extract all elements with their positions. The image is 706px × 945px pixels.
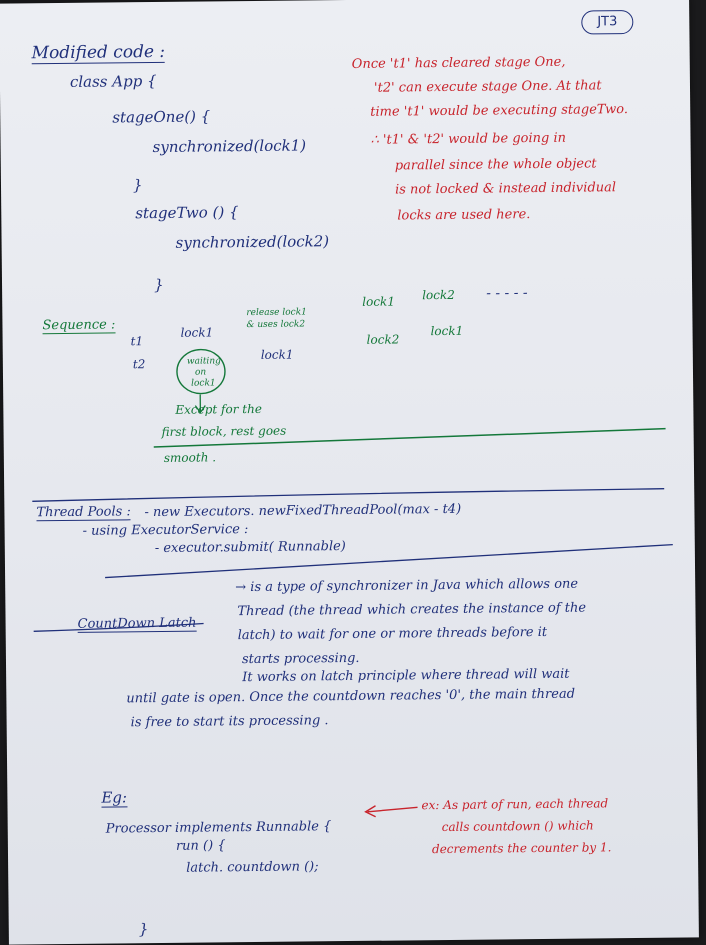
thread-pools-line-2: - new Executors. newFixedThreadPool(max …	[144, 501, 462, 521]
code-line-close1: }	[132, 176, 143, 195]
countdown-line-5: It works on latch principle where thread…	[242, 666, 570, 686]
seq-t1: t1	[130, 334, 144, 349]
red-note-line-1: Once 't1' has cleared stage One,	[351, 54, 566, 72]
seq-t1-lock: lock1	[180, 325, 214, 340]
code-line-close2: }	[153, 275, 164, 295]
countdown-line-1: → is a type of synchronizer in Java whic…	[235, 576, 579, 596]
seq-waiting-3: lock1	[191, 378, 216, 389]
code-line-stagetwo: stageTwo () {	[135, 203, 239, 223]
seq-note-1: Except for the	[175, 401, 262, 417]
red-note-line-6: is not locked & instead individual	[394, 180, 617, 198]
thread-pools-line-1: - using ExecutorService :	[82, 522, 249, 539]
code-line-class: class App {	[69, 71, 157, 91]
example-line-3: latch. countdown ();	[186, 859, 319, 876]
example-note-3: decrements the counter by 1.	[431, 840, 612, 857]
countdown-line-2: Thread (the thread which creates the ins…	[237, 600, 587, 620]
seq-col-lock2-a: lock2	[422, 287, 455, 303]
red-note-line-7: locks are used here.	[397, 207, 531, 224]
example-note-1: ex: As part of run, each thread	[421, 796, 609, 813]
modified-code-heading: Modified code :	[31, 41, 166, 65]
thread-pools-line-3: - executor.submit( Runnable)	[154, 539, 346, 557]
code-line-sync2: synchronized(lock2)	[175, 232, 330, 252]
red-note-line-2: 't2' can execute stage One. At that	[373, 78, 602, 96]
countdown-line-6: until gate is open. Once the countdown r…	[126, 686, 576, 707]
red-note-line-4: ∴ 't1' & 't2' would be going in	[370, 130, 567, 148]
seq-dashes: - - - - -	[486, 285, 528, 302]
example-close-brace: }	[138, 920, 149, 939]
seq-t2-lock: lock1	[260, 347, 294, 362]
seq-col-lock2-b: lock2	[366, 332, 400, 347]
page-id-badge: JT3	[581, 9, 634, 35]
example-note-2: calls countdown () which	[441, 818, 594, 835]
countdown-line-3: latch) to wait for one or more threads b…	[237, 624, 548, 644]
seq-release-2: & uses lock2	[246, 319, 306, 331]
seq-col-lock1-b: lock1	[430, 323, 464, 339]
seq-note-2: first block, rest goes	[161, 423, 287, 439]
example-label: Eg:	[101, 788, 128, 808]
code-line-stageone: stageOne() {	[112, 107, 211, 127]
red-note-line-5: parallel since the whole object	[394, 156, 597, 174]
countdown-line-7: is free to start its processing .	[130, 713, 329, 731]
countdown-heading: CountDown Latch	[77, 615, 197, 633]
sequence-label: Sequence :	[42, 317, 116, 335]
thread-pools-heading: Thread Pools :	[36, 504, 131, 522]
red-note-line-3: time 't1' would be executing stageTwo.	[370, 102, 629, 120]
code-line-sync1: synchronized(lock1)	[152, 136, 307, 157]
example-line-2: run () {	[175, 838, 226, 854]
seq-waiting-1: waiting	[186, 356, 221, 367]
seq-release: release lock1	[246, 307, 307, 319]
example-line-1: Processor implements Runnable {	[105, 819, 332, 837]
seq-col-lock1-a: lock1	[362, 294, 396, 309]
countdown-line-4: starts processing.	[241, 650, 360, 668]
seq-note-3: smooth .	[163, 450, 217, 465]
seq-waiting-2: on	[194, 367, 207, 378]
seq-t2: t2	[132, 357, 146, 372]
